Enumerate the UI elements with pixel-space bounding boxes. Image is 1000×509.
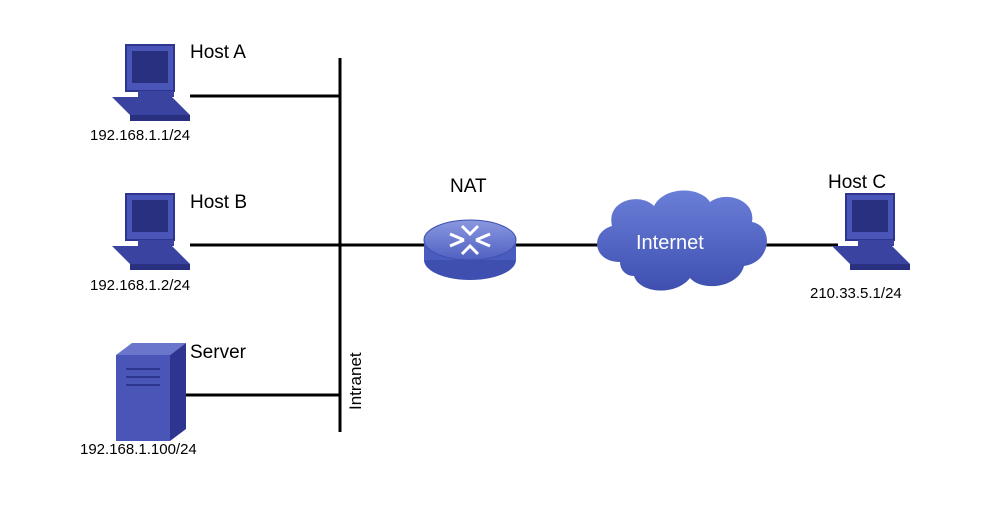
host-a-computer-icon[interactable]	[112, 44, 190, 121]
host-b-computer-icon[interactable]	[112, 193, 190, 270]
intranet-label: Intranet	[346, 352, 365, 410]
host-c-name: Host C	[828, 172, 887, 193]
server-ip: 192.168.1.100/24	[80, 441, 197, 458]
host-b-ip: 192.168.1.2/24	[90, 277, 191, 294]
internet-label: Internet	[636, 232, 704, 254]
host-a-name: Host A	[190, 42, 246, 63]
server-icon[interactable]	[116, 343, 186, 441]
host-b-name: Host B	[190, 192, 248, 213]
internet-cloud-icon[interactable]	[597, 190, 767, 291]
server-name: Server	[190, 342, 246, 363]
nat-router-icon[interactable]	[423, 219, 517, 280]
host-a-ip: 192.168.1.1/24	[90, 127, 191, 144]
host-c-computer-icon[interactable]	[832, 193, 910, 270]
nat-label: NAT	[450, 176, 487, 197]
host-c-ip: 210.33.5.1/24	[810, 285, 902, 302]
